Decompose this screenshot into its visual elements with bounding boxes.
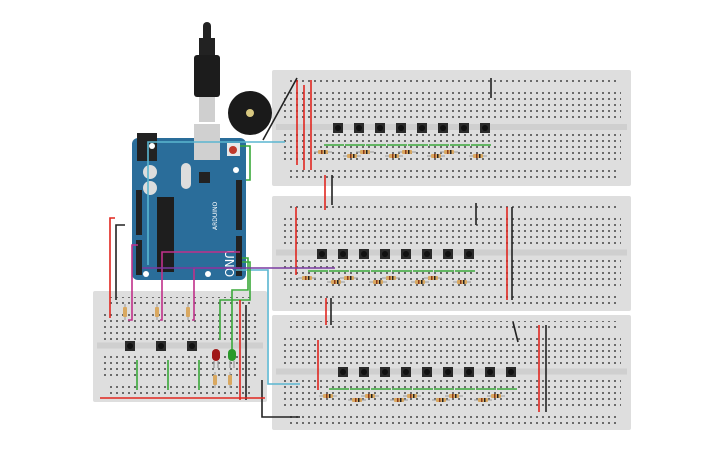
wire-black[interactable]	[261, 380, 300, 418]
pushbutton[interactable]	[359, 249, 369, 259]
resistor[interactable]	[369, 280, 387, 284]
resistor[interactable]	[440, 150, 458, 154]
resistor[interactable]	[385, 154, 403, 158]
pushbutton[interactable]	[396, 123, 406, 133]
resistor[interactable]	[343, 154, 361, 158]
pushbutton[interactable]	[380, 367, 390, 377]
pushbutton[interactable]	[338, 367, 348, 377]
resistor[interactable]	[361, 394, 379, 398]
pushbutton[interactable]	[317, 249, 327, 259]
resistor[interactable]	[382, 276, 400, 280]
pushbutton[interactable]	[380, 249, 390, 259]
wire-magenta[interactable]	[128, 244, 138, 321]
wire-black[interactable]	[512, 321, 519, 343]
resistor[interactable]	[445, 394, 463, 398]
resistor[interactable]	[327, 280, 345, 284]
resistor[interactable]	[411, 280, 429, 284]
resistor[interactable]	[356, 150, 374, 154]
pushbutton[interactable]	[459, 123, 469, 133]
resistor[interactable]	[427, 154, 445, 158]
resistor[interactable]	[340, 276, 358, 280]
wire-black[interactable]	[262, 77, 298, 141]
resistor[interactable]	[123, 304, 127, 320]
pushbutton[interactable]	[354, 123, 364, 133]
piezo-buzzer[interactable]	[228, 91, 272, 135]
resistor[interactable]	[298, 276, 316, 280]
pushbutton[interactable]	[125, 341, 135, 351]
pushbutton[interactable]	[375, 123, 385, 133]
breadboard[interactable]	[272, 70, 631, 186]
resistor[interactable]	[453, 280, 471, 284]
resistor[interactable]	[487, 394, 505, 398]
resistor[interactable]	[390, 398, 408, 402]
resistor[interactable]	[348, 398, 366, 402]
wire-green[interactable]	[231, 257, 249, 355]
wire-magenta[interactable]	[160, 251, 240, 321]
usb-cable[interactable]	[194, 22, 220, 122]
resistor[interactable]	[424, 276, 442, 280]
resistor[interactable]	[213, 372, 217, 388]
pushbutton[interactable]	[359, 367, 369, 377]
led-green[interactable]	[228, 349, 236, 368]
wire-black[interactable]	[115, 224, 125, 300]
wire-cyan[interactable]	[147, 141, 285, 265]
resistor[interactable]	[186, 304, 190, 320]
resistor[interactable]	[398, 150, 416, 154]
resistor[interactable]	[314, 150, 332, 154]
breadboard[interactable]	[93, 291, 267, 402]
arduino-uno[interactable]: ARDUINO UNO	[132, 124, 246, 280]
wire-red[interactable]	[109, 217, 115, 318]
arduino-model-label: UNO	[222, 250, 236, 277]
pushbutton[interactable]	[506, 367, 516, 377]
led-red[interactable]	[212, 349, 220, 368]
pushbutton[interactable]	[333, 123, 343, 133]
pushbutton[interactable]	[422, 249, 432, 259]
pushbutton[interactable]	[187, 341, 197, 351]
resistor[interactable]	[432, 398, 450, 402]
pushbutton[interactable]	[338, 249, 348, 259]
pushbutton[interactable]	[422, 367, 432, 377]
resistor[interactable]	[403, 394, 421, 398]
arduino-brand-label: ARDUINO	[212, 201, 219, 230]
pushbutton[interactable]	[480, 123, 490, 133]
resistor[interactable]	[228, 372, 232, 388]
resistor[interactable]	[319, 394, 337, 398]
resistor[interactable]	[469, 154, 487, 158]
pushbutton[interactable]	[417, 123, 427, 133]
pushbutton[interactable]	[464, 367, 474, 377]
pushbutton[interactable]	[156, 341, 166, 351]
resistor[interactable]	[155, 304, 159, 320]
pushbutton[interactable]	[443, 367, 453, 377]
pushbutton[interactable]	[485, 367, 495, 377]
pushbutton[interactable]	[438, 123, 448, 133]
pushbutton[interactable]	[401, 249, 411, 259]
wire-cyan[interactable]	[236, 269, 300, 385]
wire-green[interactable]	[219, 261, 251, 340]
pushbutton[interactable]	[443, 249, 453, 259]
resistor[interactable]	[474, 398, 492, 402]
pushbutton[interactable]	[464, 249, 474, 259]
wire-green[interactable]	[240, 145, 251, 181]
pushbutton[interactable]	[401, 367, 411, 377]
